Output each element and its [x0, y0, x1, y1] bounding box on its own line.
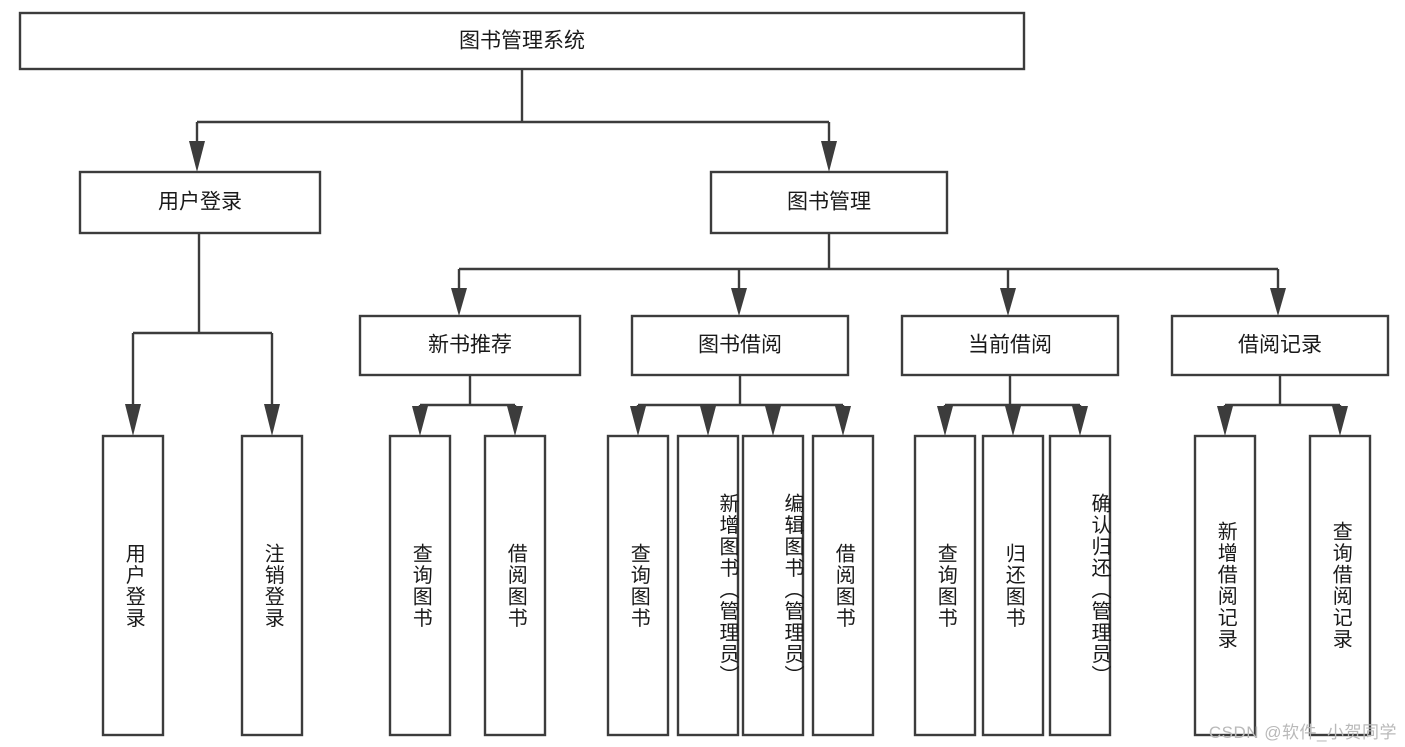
node-box-current-borrow[interactable]	[900, 314, 1120, 377]
arrowhead-leaf-query-book-1	[412, 406, 428, 436]
node-label-new-book-recommend: 新书推荐	[428, 334, 512, 357]
node-label-book-management: 图书管理	[787, 191, 871, 214]
arrowhead-leaf-borrow-book-1	[507, 406, 523, 436]
node-box-root[interactable]	[18, 11, 1026, 71]
node-label-root: 图书管理系统	[459, 30, 585, 53]
arrowhead-leaf-add-book	[700, 406, 716, 436]
node-box-leaf-borrow-book-2[interactable]	[811, 434, 875, 737]
arrowhead-leaf-confirm-return	[1072, 406, 1088, 436]
node-box-borrow-record[interactable]	[1170, 314, 1390, 377]
node-box-book-management[interactable]	[709, 170, 949, 235]
arrowhead-leaf-logout	[264, 404, 280, 436]
node-box-leaf-return-book[interactable]	[981, 434, 1045, 737]
node-label-user-login: 用户登录	[158, 191, 242, 214]
csdn-watermark: CSDN @软件_小贺同学	[1208, 723, 1397, 742]
arrowhead-leaf-user-login	[125, 404, 141, 436]
node-box-new-book-recommend[interactable]	[358, 314, 582, 377]
arrowhead-leaf-return-book	[1005, 406, 1021, 436]
node-label-book-borrow: 图书借阅	[698, 334, 782, 357]
arrowhead-leaf-edit-book	[765, 406, 781, 436]
node-box-leaf-edit-book[interactable]	[741, 434, 805, 737]
node-box-book-borrow[interactable]	[630, 314, 850, 377]
arrowhead-user-login	[189, 141, 205, 172]
node-box-user-login[interactable]	[78, 170, 322, 235]
node-label-borrow-record: 借阅记录	[1238, 334, 1322, 357]
connector-layer	[125, 69, 1348, 436]
arrowhead-current-borrow	[1000, 288, 1016, 316]
node-box-leaf-query-book-2[interactable]	[606, 434, 670, 737]
node-layer: 图书管理系统 用户登录 图书管理 新书推荐 图书借阅 当前借阅 借阅记录	[18, 11, 1390, 737]
node-box-leaf-query-record[interactable]	[1308, 434, 1372, 737]
node-box-leaf-add-book[interactable]	[676, 434, 740, 737]
arrowhead-leaf-query-book-3	[937, 406, 953, 436]
arrowhead-leaf-query-book-2	[630, 406, 646, 436]
arrowhead-leaf-query-record	[1332, 406, 1348, 436]
node-box-leaf-query-book-1[interactable]	[388, 434, 452, 737]
arrowhead-leaf-borrow-book-2	[835, 406, 851, 436]
arrowhead-new-book-recommend	[451, 288, 467, 316]
arrowhead-borrow-record	[1270, 288, 1286, 316]
node-label-current-borrow: 当前借阅	[968, 334, 1052, 357]
node-box-leaf-confirm-return[interactable]	[1048, 434, 1112, 737]
node-box-leaf-add-record[interactable]	[1193, 434, 1257, 737]
node-box-leaf-borrow-book-1[interactable]	[483, 434, 547, 737]
arrowhead-leaf-add-record	[1217, 406, 1233, 436]
arrowhead-book-management	[821, 141, 837, 172]
node-box-leaf-user-login[interactable]	[101, 434, 165, 737]
node-box-leaf-logout[interactable]	[240, 434, 304, 737]
arrowhead-book-borrow	[731, 288, 747, 316]
node-box-leaf-query-book-3[interactable]	[913, 434, 977, 737]
